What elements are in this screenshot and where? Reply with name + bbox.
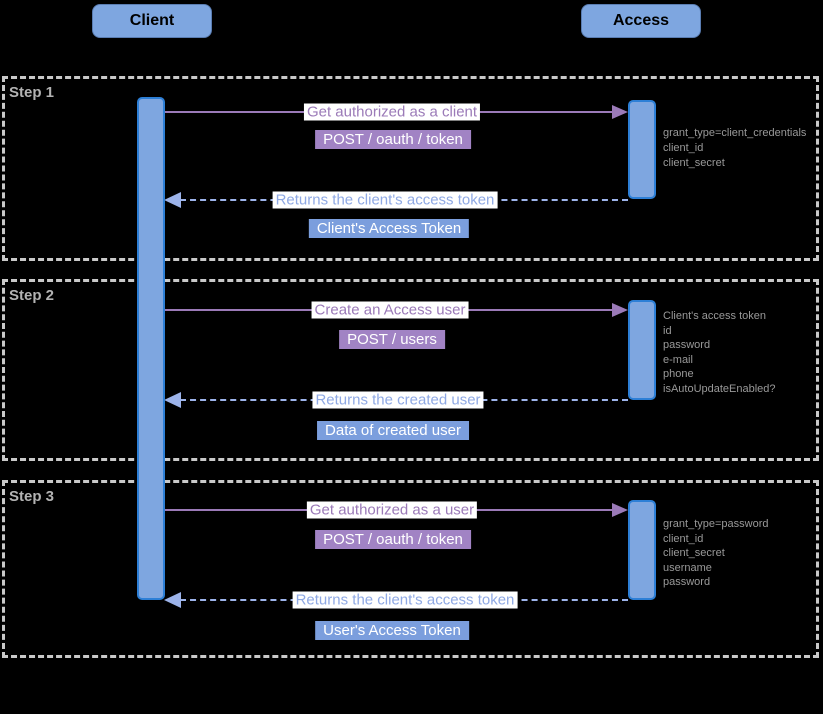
step-3-region — [2, 480, 819, 658]
step-2-request-params: Client's access token id password e-mail… — [663, 309, 776, 396]
step-2-request-message: Create an Access user — [311, 301, 469, 319]
client-activation-bar — [137, 97, 165, 600]
actor-access: Access — [581, 4, 701, 38]
arrowhead-left-icon — [164, 192, 181, 208]
arrowhead-left-icon — [164, 392, 181, 408]
arrowhead-right-icon — [612, 105, 628, 119]
param-line: password — [663, 339, 711, 351]
arrowhead-right-icon — [612, 303, 628, 317]
step-3-request-endpoint-badge: POST / oauth / token — [315, 530, 471, 549]
step-2-response-result-badge: Data of created user — [317, 421, 469, 440]
param-line: e-mail — [663, 353, 693, 366]
actor-access-label: Access — [612, 12, 670, 29]
step-3-request-message: Get authorized as a user — [306, 501, 478, 519]
step-1-response-message: Returns the client's access token — [272, 191, 498, 209]
access-activation-bar-step-2 — [628, 300, 656, 400]
param-line: grant_type=password — [663, 518, 769, 530]
step-3-request-params: grant_type=password client_id client_sec… — [663, 517, 768, 590]
arrowhead-right-icon — [612, 503, 628, 517]
actor-client-label: Client — [129, 12, 175, 29]
actor-client: Client — [92, 4, 212, 38]
step-1-response-result-badge: Client's Access Token — [308, 219, 470, 238]
access-activation-bar-step-1 — [628, 100, 656, 199]
param-line: username — [663, 561, 712, 574]
step-1-label: Step 1 — [9, 84, 55, 101]
step-3-response-result-badge: User's Access Token — [315, 621, 469, 640]
step-1-request-params: grant_type=client_credentials client_id … — [663, 126, 806, 171]
param-line: Client's access token — [663, 310, 766, 322]
step-3-label: Step 3 — [9, 488, 55, 505]
param-line: client_secret — [663, 547, 725, 559]
param-line: client_id — [663, 142, 704, 154]
param-line: id — [663, 324, 672, 337]
param-line: phone — [663, 368, 694, 380]
step-1-request-message: Get authorized as a client — [303, 103, 481, 121]
step-2-response-message: Returns the created user — [312, 391, 484, 409]
param-line: grant_type=client_credentials — [663, 127, 807, 139]
param-line: client_secret — [663, 157, 725, 169]
step-3-response-message: Returns the client's access token — [292, 591, 518, 609]
step-2-label: Step 2 — [9, 287, 55, 304]
step-1-request-endpoint-badge: POST / oauth / token — [315, 130, 471, 149]
param-line: isAutoUpdateEnabled? — [663, 382, 776, 395]
param-line: password — [663, 576, 711, 588]
param-line: client_id — [663, 532, 704, 545]
step-1-region — [2, 76, 819, 261]
step-2-request-endpoint-badge: POST / users — [339, 330, 445, 349]
arrowhead-left-icon — [164, 592, 181, 608]
access-activation-bar-step-3 — [628, 500, 656, 600]
step-2-region — [2, 279, 819, 461]
